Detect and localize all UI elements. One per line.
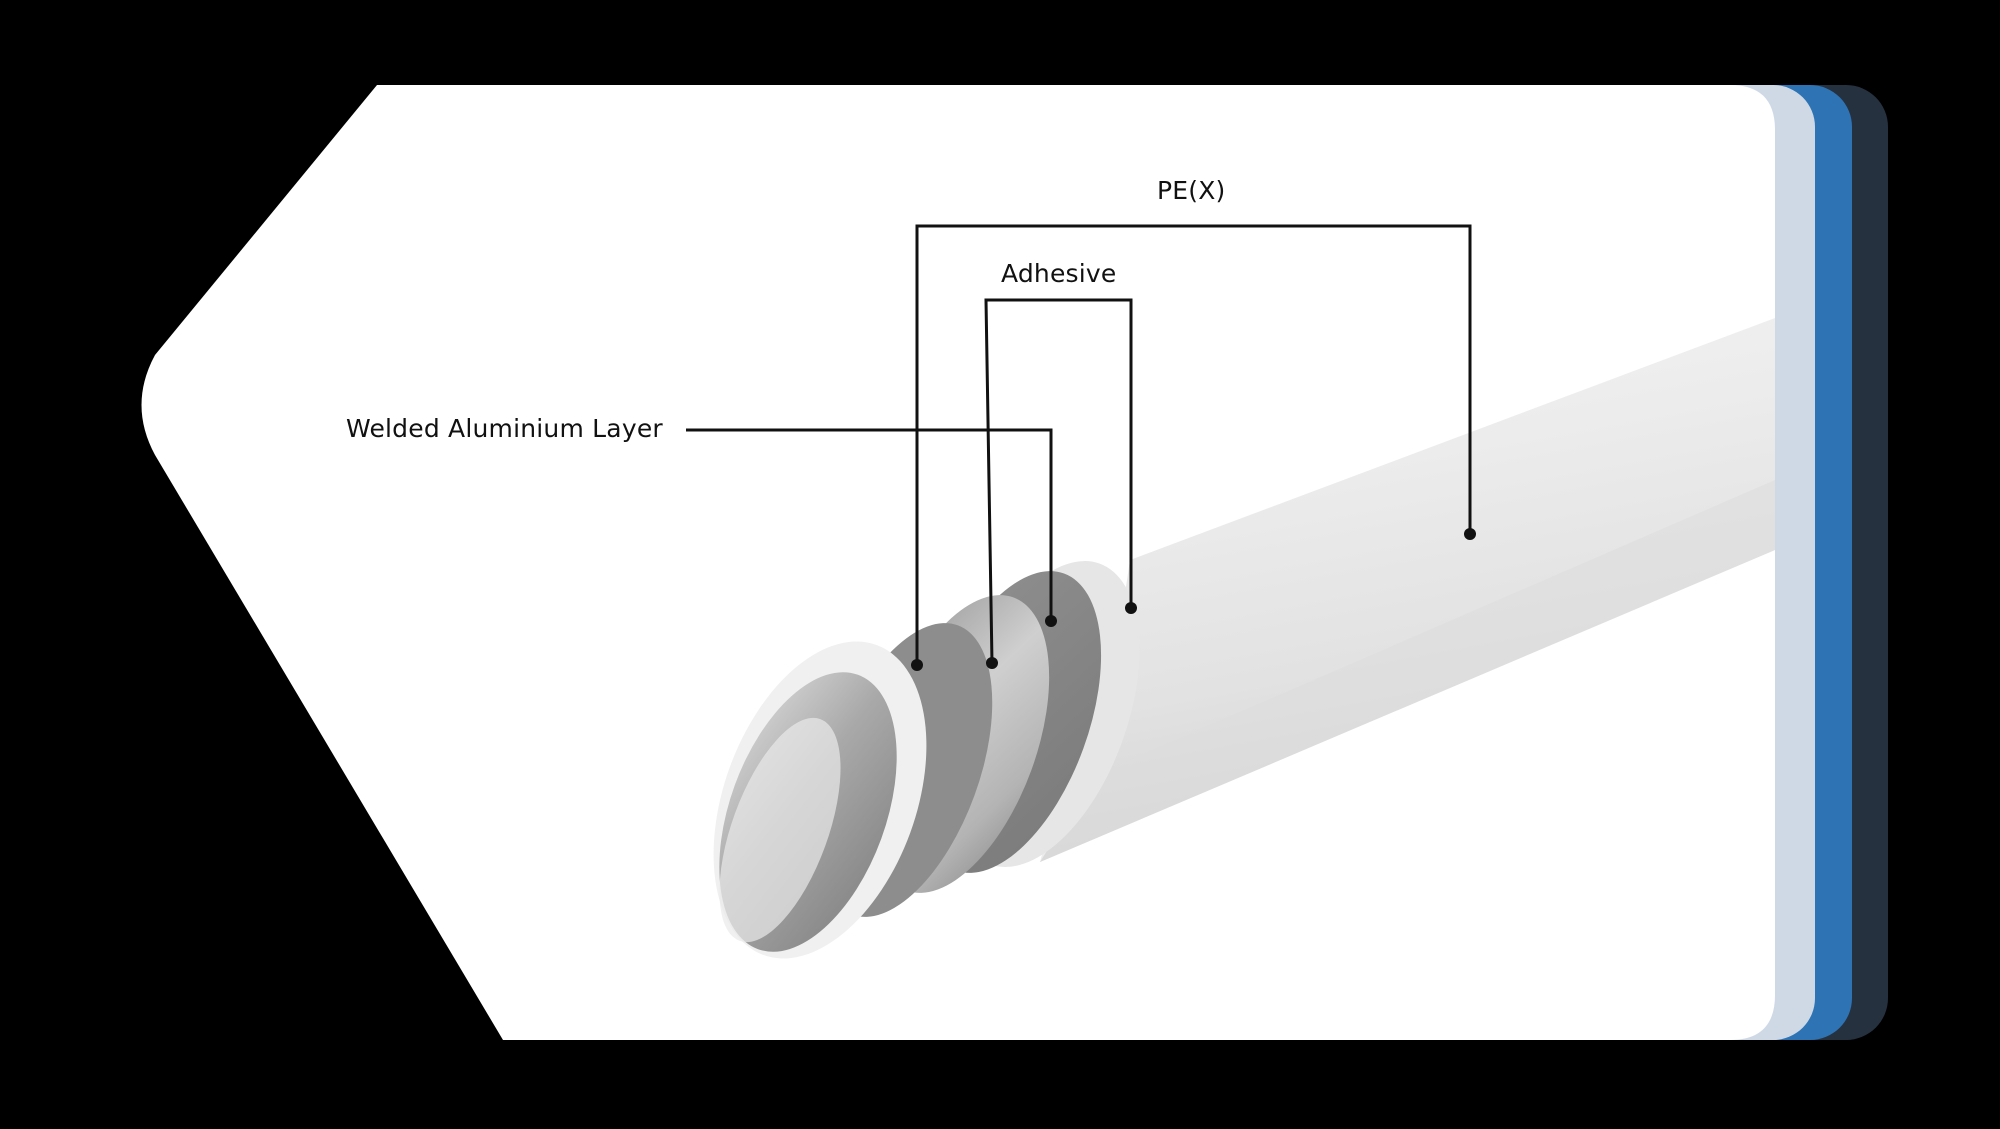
- dot-pex-outer: [1464, 528, 1476, 540]
- dot-adhesive-outer: [1125, 602, 1137, 614]
- leader-line-adhesive: [984, 298, 1133, 664]
- callout-welded-aluminium-layer: Welded Aluminium Layer: [346, 414, 663, 443]
- leader-dots: [911, 528, 1476, 671]
- leader-lines: [686, 224, 1472, 665]
- callout-adhesive: Adhesive: [1001, 259, 1117, 288]
- dot-adhesive-inner: [986, 657, 998, 669]
- callout-pex: PE(X): [1157, 176, 1226, 205]
- dot-aluminium: [1045, 615, 1057, 627]
- dot-pex-inner: [911, 659, 923, 671]
- leader-line-aluminium: [686, 428, 1053, 621]
- pipe-body-shading: [1040, 480, 1775, 862]
- pipe-bore-highlight: [719, 717, 841, 943]
- card-background: [141, 85, 1775, 1040]
- leader-line-pex: [915, 224, 1472, 665]
